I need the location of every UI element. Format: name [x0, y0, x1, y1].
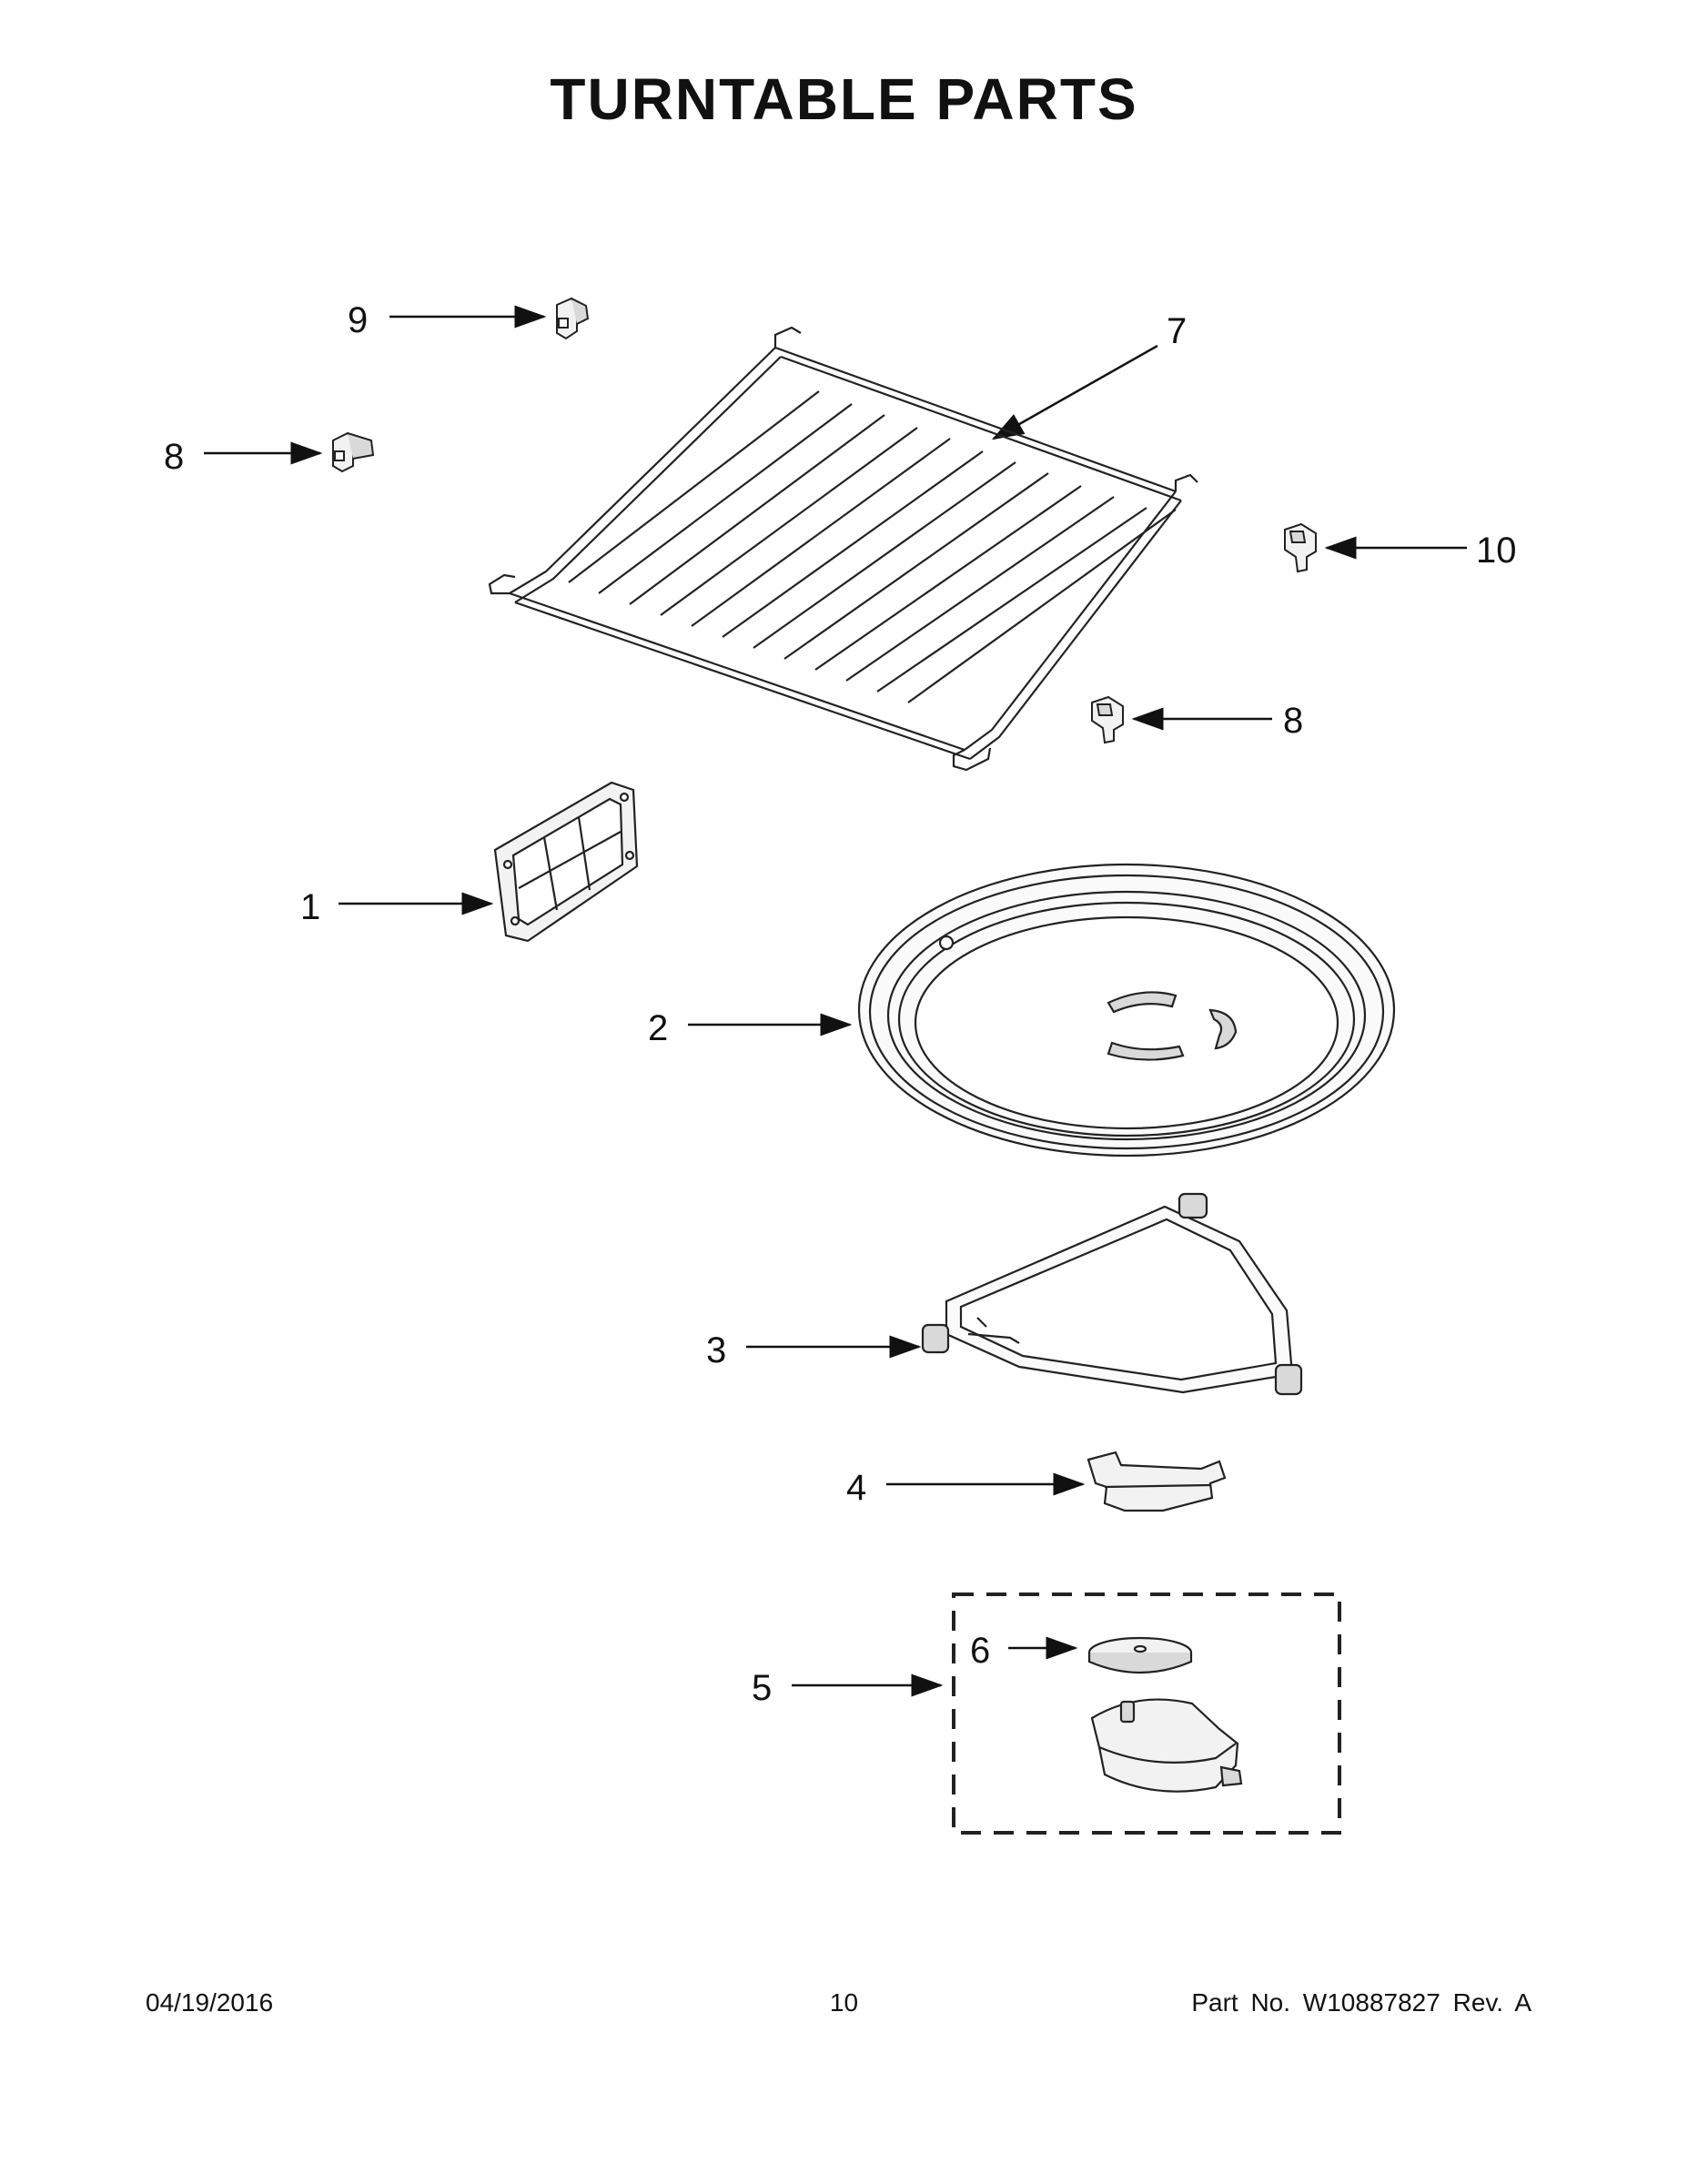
- roller-support-drawing: [921, 1192, 1303, 1396]
- callout-5: 5: [752, 1668, 944, 1708]
- callout-label: 1: [300, 887, 320, 927]
- callout-label: 7: [1167, 311, 1187, 351]
- coupler-drawing: [1087, 1451, 1227, 1512]
- page-title: TURNTABLE PARTS: [550, 66, 1138, 132]
- footer-part-number: Part No. W10887827 Rev. A: [1191, 1988, 1531, 2017]
- motor-disc-drawing: [1087, 1636, 1193, 1674]
- callout-label: 8: [164, 437, 184, 477]
- motor-body-drawing: [1090, 1698, 1243, 1793]
- callout-2: 2: [648, 1008, 853, 1048]
- callout-6: 6: [970, 1631, 1078, 1671]
- callout-label: 6: [970, 1631, 990, 1671]
- callout-label: 3: [706, 1330, 726, 1370]
- callout-10: 10: [1324, 531, 1517, 571]
- callout-4: 4: [846, 1468, 1086, 1508]
- callout-label: 4: [846, 1468, 866, 1508]
- callout-3: 3: [706, 1330, 922, 1370]
- callout-label: 5: [752, 1668, 772, 1708]
- callout-8-left: 8: [164, 437, 323, 477]
- callout-1: 1: [300, 887, 494, 927]
- callout-label: 10: [1476, 531, 1517, 571]
- callout-9: 9: [348, 300, 547, 340]
- callout-label: 9: [348, 300, 368, 340]
- grid-filter-drawing: [493, 781, 639, 943]
- rack-clip-8-left-drawing: [332, 431, 375, 473]
- motor-assembly-drawing: [952, 1592, 1341, 1835]
- footer-date: 04/19/2016: [146, 1988, 274, 2017]
- callout-7: 7: [991, 311, 1187, 440]
- footer-page-number: 10: [829, 1988, 859, 2017]
- callout-8-right: 8: [1131, 701, 1303, 741]
- callout-label: 2: [648, 1008, 668, 1048]
- wire-rack-drawing: [488, 326, 1198, 772]
- rack-clip-8-right-drawing: [1091, 695, 1124, 744]
- rack-clip-9-drawing: [556, 297, 590, 340]
- glass-tray-drawing: [857, 863, 1396, 1158]
- callout-label: 8: [1283, 701, 1303, 741]
- rack-clip-10-drawing: [1284, 522, 1317, 573]
